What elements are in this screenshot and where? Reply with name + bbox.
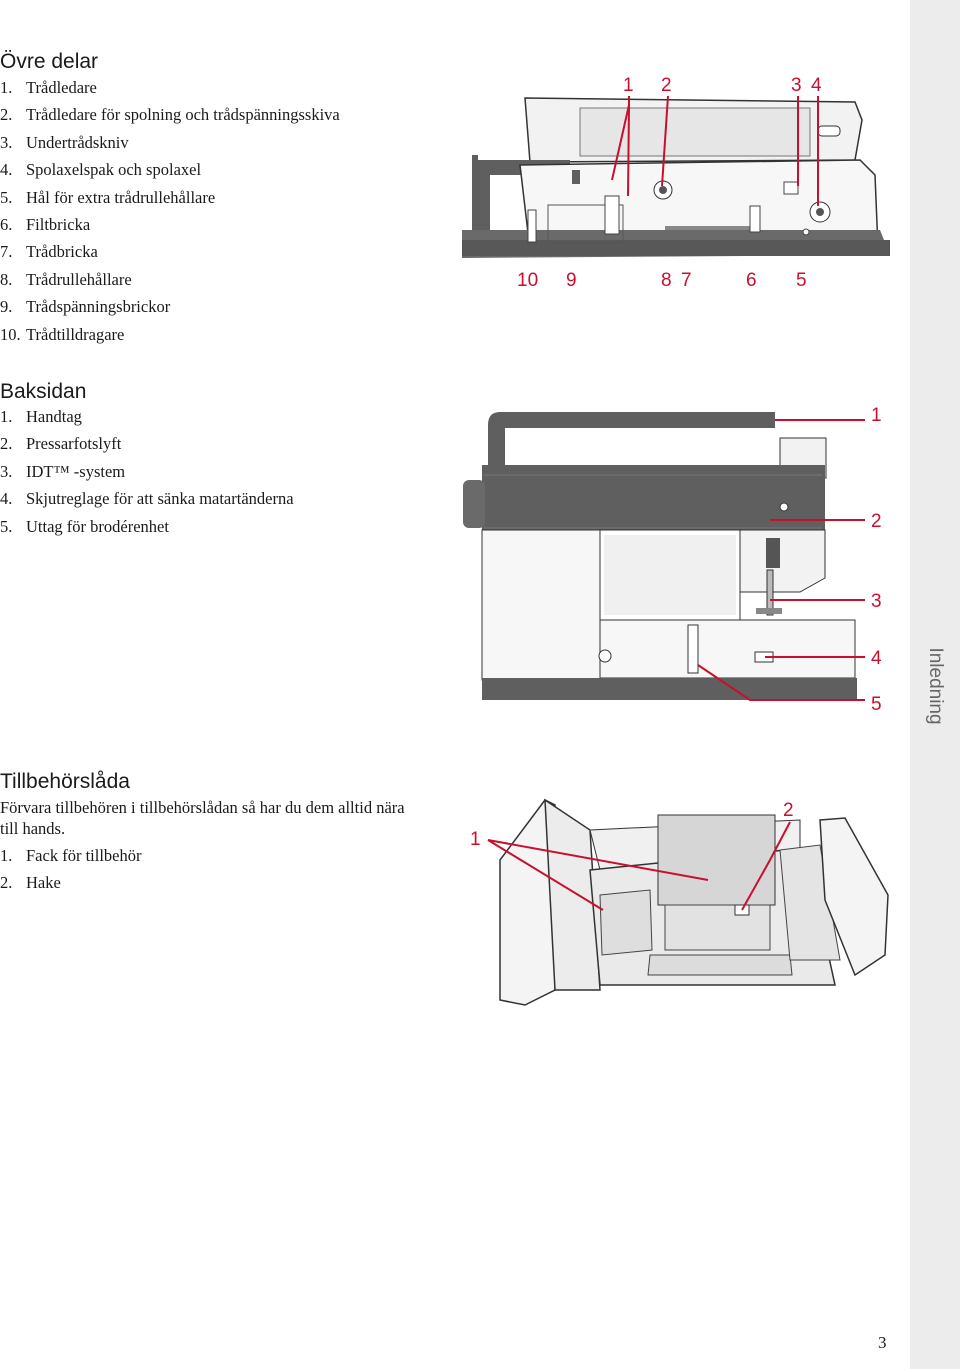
callout-upper-10: 10 (517, 270, 539, 291)
section-title-upper: Övre delar (0, 50, 99, 73)
callout-accessory-1: 1 (470, 829, 481, 850)
accessory-parts-list: 1.Fack för tillbehör 2.Hake (0, 842, 141, 897)
callout-upper-9: 9 (566, 270, 577, 291)
list-item: 1.Trådledare (0, 78, 97, 97)
page-number: 3 (878, 1333, 887, 1352)
callout-back-2: 2 (871, 511, 882, 532)
accessory-box-illustration (487, 798, 889, 1006)
list-item: 2.Hake (0, 873, 61, 893)
section-title-accessory: Tillbehörslåda (0, 770, 130, 793)
callout-back-5: 5 (871, 694, 882, 715)
list-item: 1.Handtag (0, 407, 82, 426)
callout-upper-5: 5 (796, 270, 807, 291)
upper-parts-list: 1.Trådledare 2.Trådledare för spolning o… (0, 74, 340, 348)
upper-parts-illustration (462, 95, 890, 258)
list-item: 5.Uttag för brodérenhet (0, 516, 169, 536)
list-item: 2.Pressarfotslyft (0, 434, 122, 454)
side-tab (910, 0, 960, 1369)
side-tab-label: Inledning (925, 647, 946, 725)
list-item: 4.Spolaxelspak och spolaxel (0, 160, 202, 180)
callout-upper-8: 8 (661, 270, 672, 291)
callout-back-4: 4 (871, 648, 882, 669)
list-item: 8.Trådrullehållare (0, 269, 132, 289)
list-item: 2.Trådledare för spolning och trådspänni… (0, 105, 340, 125)
list-item: 5.Hål för extra trådrullehållare (0, 187, 216, 207)
callout-back-1: 1 (871, 405, 882, 426)
list-item: 9.Trådspänningsbrickor (0, 297, 171, 317)
callout-back-3: 3 (871, 591, 882, 612)
list-item: 10.Trådtilldragare (0, 324, 125, 344)
accessory-intro: Förvara tillbehören i tillbehörslådan så… (0, 798, 405, 838)
callout-accessory-2: 2 (783, 800, 794, 821)
callout-upper-3: 3 (791, 75, 802, 96)
back-view-illustration (463, 412, 865, 701)
callout-upper-2: 2 (661, 75, 672, 96)
list-item: 4.Skjutreglage för att sänka matartänder… (0, 489, 294, 509)
list-item: 1.Fack för tillbehör (0, 846, 142, 865)
callout-upper-4: 4 (811, 75, 822, 96)
list-item: 7.Trådbricka (0, 242, 98, 262)
section-title-back: Baksidan (0, 380, 87, 403)
back-parts-list: 1.Handtag 2.Pressarfotslyft 3.IDT™ -syst… (0, 403, 294, 540)
list-item: 3.Undertrådskniv (0, 132, 129, 152)
callout-upper-1: 1 (623, 75, 634, 96)
callout-upper-6: 6 (746, 270, 757, 291)
list-item: 3.IDT™ -system (0, 461, 126, 481)
list-item: 6.Filtbricka (0, 215, 91, 235)
callout-upper-7: 7 (681, 270, 692, 291)
